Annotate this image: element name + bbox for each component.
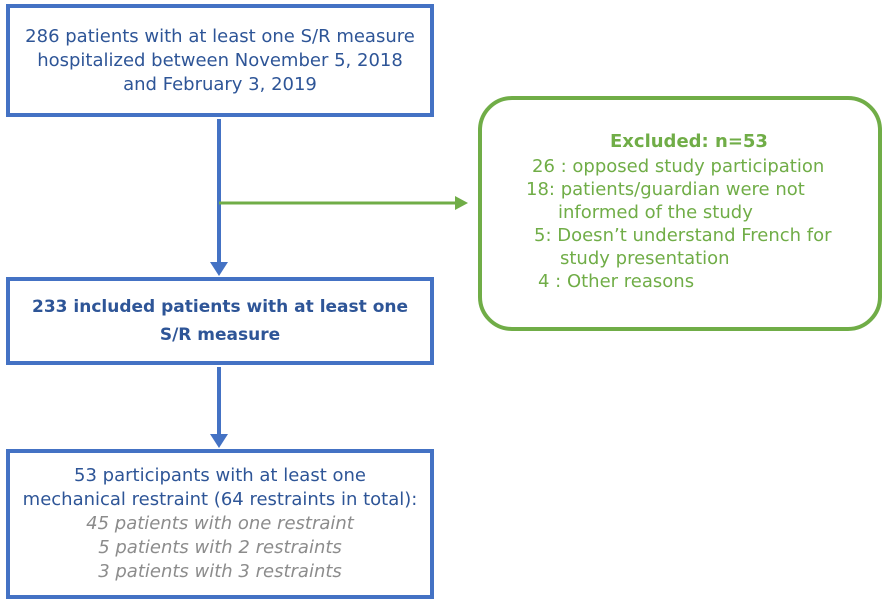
included-line-1: 233 included patients with at least one	[31, 297, 409, 317]
participants-line-2: mechanical restraint (64 restraints in t…	[22, 489, 418, 510]
participants-detail-1: 45 patients with one restraint	[86, 513, 354, 534]
participants-detail-2: 5 patients with 2 restraints	[98, 537, 342, 558]
excluded-box: Excluded: n=53 26 : opposed study partic…	[478, 96, 882, 331]
excluded-reason-4: 4 : Other reasons	[538, 271, 695, 292]
participants-line-1: 53 participants with at least one	[74, 465, 366, 486]
screened-patients-box: 286 patients with at least one S/R measu…	[6, 4, 434, 117]
excluded-reason-3-cont: study presentation	[560, 248, 730, 269]
excluded-reason-2-cont: informed of the study	[558, 202, 753, 223]
excluded-reason-1: 26 : opposed study participation	[532, 156, 825, 177]
arrowhead-top-to-middle	[210, 262, 228, 276]
excluded-heading: Excluded: n=53	[610, 131, 768, 152]
restraint-participants-box: 53 participants with at least one mechan…	[6, 449, 434, 599]
arrowhead-to-excluded	[455, 196, 468, 210]
excluded-reason-2: 18: patients/guardian were not	[526, 179, 805, 200]
included-line-2: S/R measure	[159, 325, 281, 345]
screened-line-2: hospitalized between November 5, 2018	[37, 49, 403, 71]
arrowhead-middle-to-bottom	[210, 434, 228, 448]
screened-line-3: and February 3, 2019	[123, 73, 317, 95]
screened-line-1: 286 patients with at least one S/R measu…	[25, 25, 415, 47]
participants-detail-3: 3 patients with 3 restraints	[98, 561, 342, 582]
included-patients-box: 233 included patients with at least one …	[6, 277, 434, 365]
excluded-reason-3: 5: Doesn’t understand French for	[534, 225, 832, 246]
